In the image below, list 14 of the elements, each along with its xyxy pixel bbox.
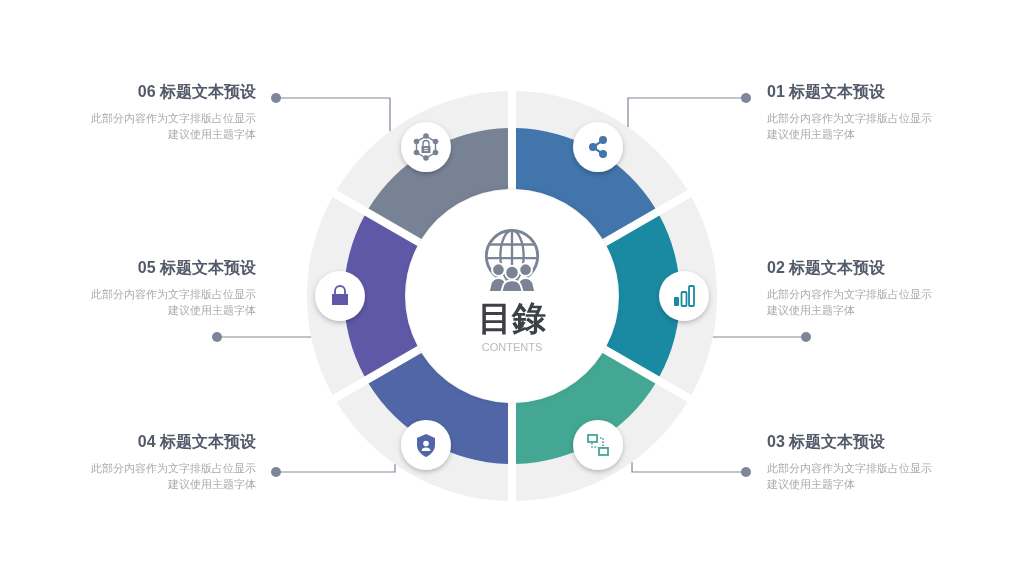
description-text: 此部分内容作为文字排版占位显示建议使用主题字体 <box>767 111 932 142</box>
description-text: 此部分内容作为文字排版占位显示建议使用主题字体 <box>90 287 256 318</box>
description-text: 此部分内容作为文字排版占位显示建议使用主题字体 <box>90 461 256 492</box>
section-title: 02 标题文本预设 <box>767 258 886 278</box>
title-text: 目錄 <box>478 299 546 337</box>
description-text: 此部分内容作为文字排版占位显示建议使用主题字体 <box>767 461 932 492</box>
section-title: 01 标题文本预设 <box>767 82 886 102</box>
section-title: 05 标题文本预设 <box>137 258 256 278</box>
description-text: 此部分内容作为文字排版占位显示建议使用主题字体 <box>90 111 256 142</box>
section-title: 04 标题文本预设 <box>137 432 256 452</box>
description-text: 此部分内容作为文字排版占位显示建议使用主题字体 <box>767 287 932 318</box>
subtitle-text: CONTENTS <box>481 340 543 354</box>
section-title: 03 标题文本预设 <box>767 432 886 452</box>
section-title: 06 标题文本预设 <box>137 82 256 102</box>
